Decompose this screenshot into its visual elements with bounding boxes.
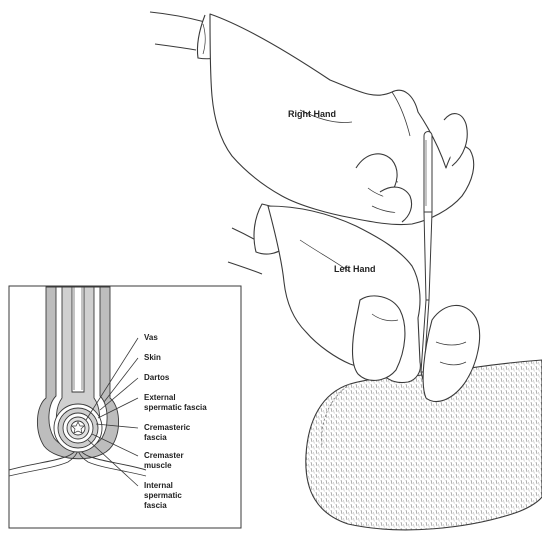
- external-label-line1: External: [144, 393, 176, 402]
- cremasteric-label-line2: fascia: [144, 433, 167, 442]
- internal-label-line1: Internal: [144, 481, 173, 490]
- cremaster-label-line1: Cremaster: [144, 451, 184, 460]
- right-hand-label: Right Hand: [288, 109, 336, 119]
- internal-label-line2: spermatic: [144, 491, 182, 500]
- vas-label: Vas: [144, 333, 158, 342]
- cross-section-inset: Vas Skin Dartos External spermatic fasci…: [9, 286, 241, 528]
- cremasteric-label-line1: Cremasteric: [144, 423, 191, 432]
- left-hand: [228, 204, 480, 402]
- skin-label: Skin: [144, 353, 161, 362]
- internal-label-line3: fascia: [144, 501, 167, 510]
- dartos-label: Dartos: [144, 373, 170, 382]
- cremaster-label-line2: muscle: [144, 461, 172, 470]
- left-hand-label: Left Hand: [334, 264, 376, 274]
- external-label-line2: spermatic fascia: [144, 403, 207, 412]
